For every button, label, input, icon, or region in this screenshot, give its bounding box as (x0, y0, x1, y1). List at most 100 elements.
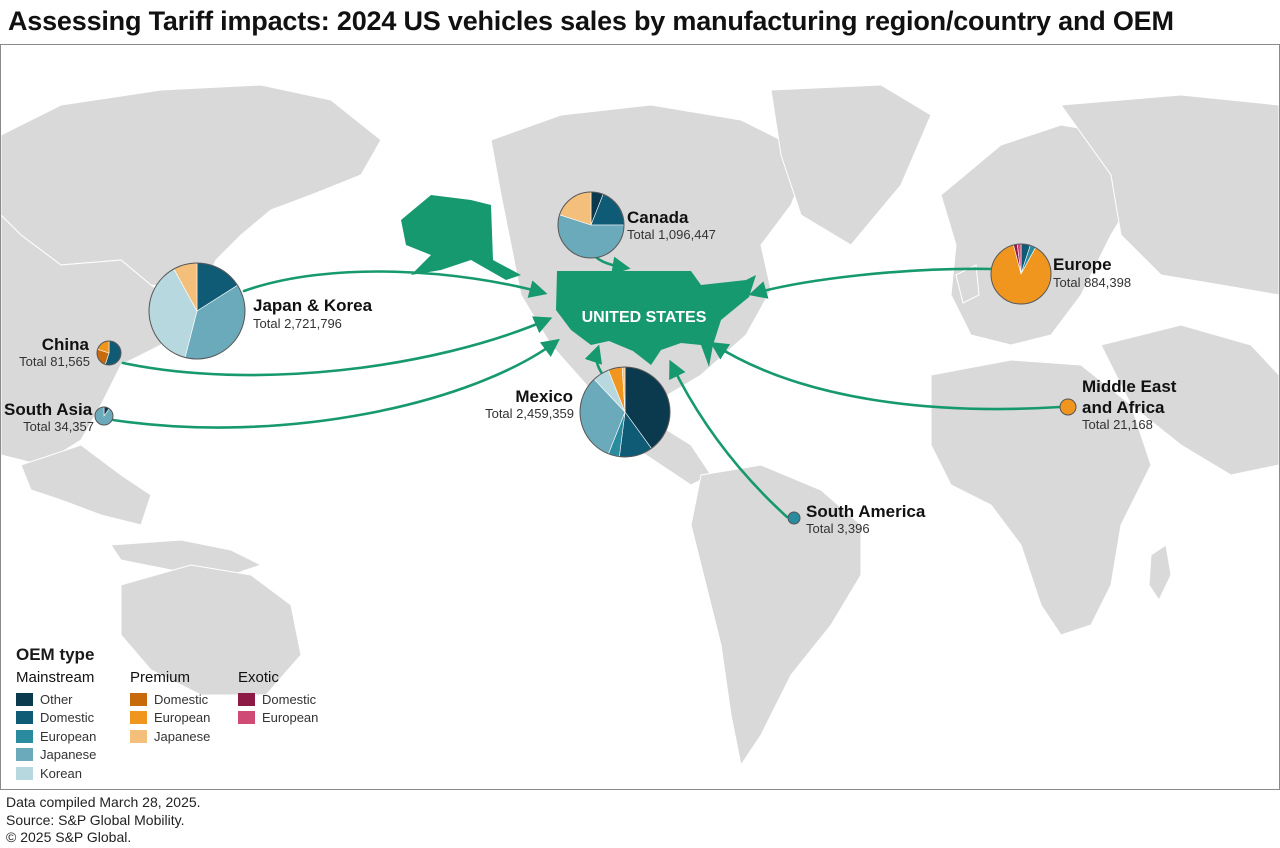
legend-label: Domestic (40, 710, 95, 725)
pie-china (96, 340, 122, 366)
total-south-asia: Total 34,357 (23, 419, 94, 434)
footer-source: Source: S&P Global Mobility. (6, 811, 185, 828)
land-australia (120, 564, 302, 696)
total-china: Total 81,565 (19, 354, 90, 369)
pie-outline (787, 511, 801, 525)
legend-label: Korean (40, 766, 82, 781)
flow-arrow (584, 344, 605, 377)
destination-label: UNITED STATES (582, 309, 707, 326)
pie-middle-east-africa (1059, 398, 1077, 416)
total-japan-korea: Total 2,721,796 (253, 316, 342, 331)
land-africa (930, 359, 1152, 636)
flow-arrow (242, 270, 548, 298)
total-mexico: Total 2,459,359 (485, 406, 574, 421)
swatch-mainstream-european (16, 730, 33, 743)
united-states-shape (556, 271, 756, 367)
total-middle-east-africa: Total 21,168 (1082, 417, 1153, 432)
pie-outline (1059, 398, 1077, 416)
legend-item-exotic-european: European (238, 710, 318, 725)
legend-item-premium-european: European (130, 710, 210, 725)
legend-label: European (40, 729, 97, 744)
region-labels: Canada Total 1,096,447 Japan & Korea Tot… (4, 208, 1177, 536)
legend-item-mainstream-japanese: Japanese (16, 747, 96, 762)
land-south-america (690, 464, 862, 767)
legend-label: European (262, 710, 319, 725)
swatch-mainstream-japanese (16, 748, 33, 761)
pie-south-america (787, 511, 801, 525)
legend-item-premium-domestic: Domestic (130, 692, 208, 707)
pie-mexico (579, 366, 671, 458)
legend-item-mainstream-domestic: Domestic (16, 710, 94, 725)
pie-outline (557, 191, 625, 259)
swatch-mainstream-korean (16, 767, 33, 780)
flow-arrows (111, 256, 1062, 519)
alaska-shape (401, 195, 521, 280)
legend-item-exotic-domestic: Domestic (238, 692, 316, 707)
legend-label: Domestic (262, 692, 317, 707)
chart-title: Assessing Tariff impacts: 2024 US vehicl… (8, 6, 1174, 36)
pie-slice-mainstream_european (788, 512, 800, 524)
legend-label: European (154, 710, 211, 725)
legend-label: Japanese (40, 747, 97, 762)
pie-outline (990, 243, 1052, 305)
pie-europe (990, 243, 1052, 305)
swatch-premium-european (130, 711, 147, 724)
total-canada: Total 1,096,447 (627, 227, 716, 242)
legend-title: OEM type (16, 645, 95, 664)
label-south-asia: South Asia (4, 400, 93, 419)
flow-arrow (595, 256, 631, 275)
pie-outline (96, 340, 122, 366)
footer-copyright: © 2025 S&P Global. (6, 829, 132, 845)
world-map: UNITED STATES Canada Total 1,096,447 Jap… (1, 84, 1279, 767)
swatch-exotic-domestic (238, 693, 255, 706)
footer-notes: Data compiled March 28, 2025. Source: S&… (6, 794, 201, 847)
pie-outline (148, 262, 246, 360)
pie-outline (94, 406, 114, 426)
swatch-mainstream-other (16, 693, 33, 706)
legend-heading-premium: Premium (130, 669, 191, 686)
footer-date: Data compiled March 28, 2025. (6, 794, 201, 810)
legend: OEM type Mainstream Other Domestic Europ… (16, 645, 356, 785)
legend-heading-exotic: Exotic (238, 669, 279, 686)
label-china: China (42, 335, 90, 354)
pie-outline (579, 366, 671, 458)
legend-item-premium-japanese: Japanese (130, 729, 210, 744)
legend-item-mainstream-korean: Korean (16, 766, 82, 781)
pie-south-asia (94, 406, 114, 426)
label-south-america: South America (806, 502, 926, 521)
land-se-asia (20, 444, 152, 526)
total-europe: Total 884,398 (1053, 275, 1131, 290)
pie-canada (557, 191, 625, 259)
land-indonesia (110, 539, 263, 576)
flow-arrow (111, 338, 560, 429)
legend-heading-mainstream: Mainstream (16, 669, 95, 686)
land-europe (940, 124, 1142, 346)
flow-arrow (121, 316, 553, 377)
map-frame: UNITED STATES Canada Total 1,096,447 Jap… (0, 44, 1280, 790)
swatch-mainstream-domestic (16, 711, 33, 724)
label-middle-east-africa: Middle East (1082, 377, 1177, 396)
legend-label: Domestic (154, 692, 209, 707)
label-canada: Canada (627, 208, 689, 227)
legend-item-mainstream-other: Other (16, 692, 73, 707)
flow-arrow (748, 267, 999, 299)
legend-label: Other (40, 692, 73, 707)
pie-japan-korea (148, 262, 246, 360)
label-middle-east-africa-line2: and Africa (1082, 398, 1165, 417)
land-masses (1, 84, 1279, 767)
land-madagascar (1148, 544, 1172, 602)
land-asia-north (1, 84, 382, 291)
label-europe: Europe (1053, 255, 1112, 274)
swatch-exotic-european (238, 711, 255, 724)
pie-slice-premium_european (1060, 399, 1076, 415)
land-russia (1060, 94, 1279, 296)
flow-arrow (669, 359, 789, 519)
label-mexico: Mexico (515, 387, 573, 406)
swatch-premium-japanese (130, 730, 147, 743)
legend-item-mainstream-european: European (16, 729, 96, 744)
total-south-america: Total 3,396 (806, 521, 870, 536)
legend-label: Japanese (154, 729, 211, 744)
swatch-premium-domestic (130, 693, 147, 706)
land-middle-east (1100, 324, 1279, 476)
land-greenland (770, 84, 932, 246)
